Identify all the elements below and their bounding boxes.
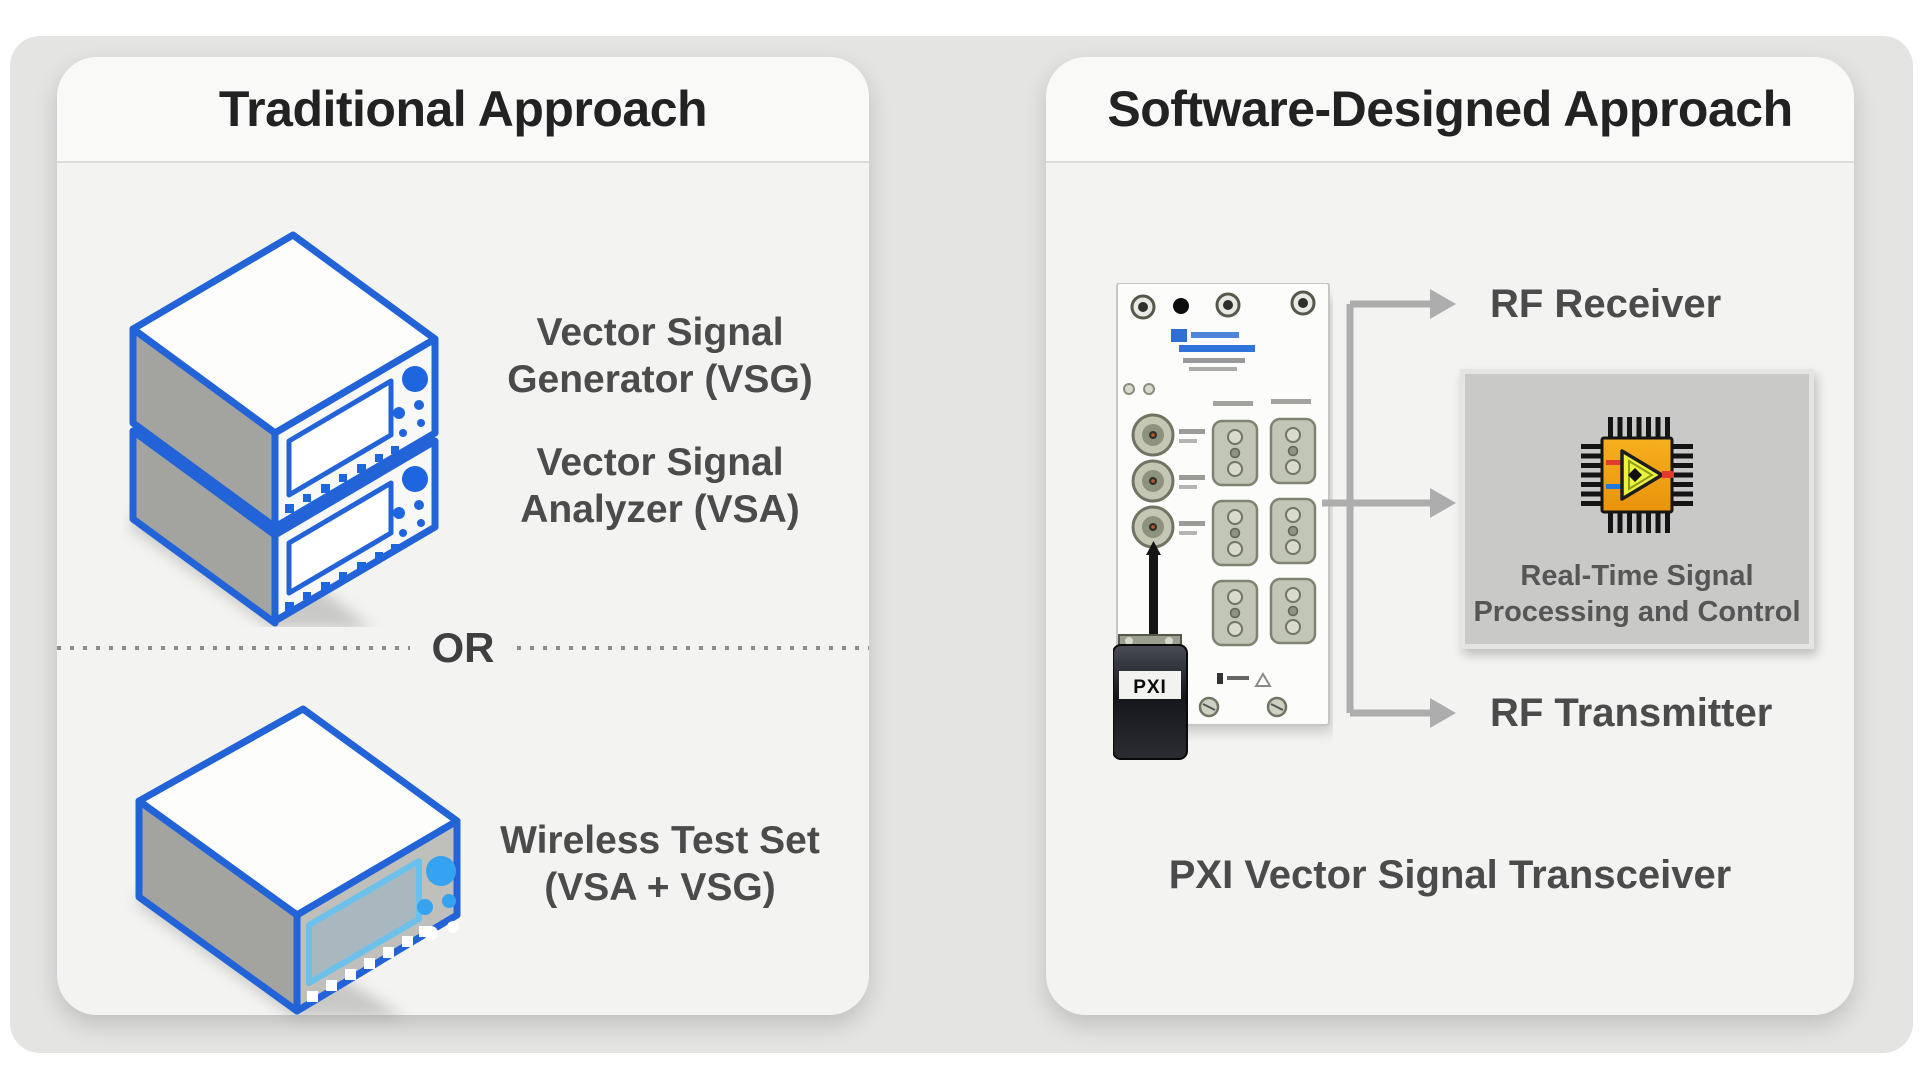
pxi-badge — [1119, 671, 1181, 699]
processing-box-line1: Real-Time Signal — [1520, 560, 1754, 592]
processing-box: Real-Time Signal Processing and Control — [1460, 369, 1814, 649]
knob-icon — [402, 366, 428, 392]
front-button-dots — [285, 446, 399, 513]
dotted-line-left — [57, 646, 410, 650]
vsa-label-line2: Analyzer (VSA) — [520, 488, 800, 531]
or-divider: OR — [57, 623, 869, 673]
wireless-test-set-illustration — [125, 703, 465, 1033]
page-title-traditional: Traditional Approach — [218, 81, 708, 137]
module-bnc-connectors — [1131, 413, 1205, 549]
knob-icon — [402, 466, 428, 492]
front-button-dots — [285, 544, 399, 611]
software-designed-approach-panel: Software-Designed Approach — [1046, 57, 1854, 1015]
wts-label-line2: (VSA + VSG) — [544, 866, 776, 909]
instrument-label-vsa: Vector Signal Analyzer (VSA) — [442, 439, 878, 533]
rf-receiver-label: RF Receiver — [1490, 282, 1722, 326]
processing-box-label: Real-Time Signal Processing and Control — [1473, 558, 1800, 630]
ni-logo — [1171, 329, 1255, 371]
module-top-connectors — [1130, 290, 1316, 320]
dotted-line-right — [516, 646, 869, 650]
instrument-label-vsg: Vector Signal Generator (VSG) — [442, 309, 878, 403]
page-title-software: Software-Designed Approach — [1107, 81, 1793, 137]
arrow-heads — [1430, 289, 1456, 728]
vsg-label-line2: Generator (VSG) — [507, 358, 813, 401]
pxi-module-photo: PXI — [1113, 283, 1333, 763]
knob-icon — [426, 856, 456, 886]
instrument-label-wts: Wireless Test Set (VSA + VSG) — [442, 817, 878, 911]
module-connector-clusters — [1211, 399, 1317, 647]
software-panel-header: Software-Designed Approach — [1046, 57, 1854, 163]
vsa-label-line1: Vector Signal — [536, 441, 784, 484]
processing-box-line2: Processing and Control — [1473, 596, 1801, 628]
wts-instrument — [135, 705, 461, 1015]
rf-transmitter-label: RF Transmitter — [1490, 691, 1773, 735]
vsg-label-line1: Vector Signal — [536, 311, 784, 354]
traditional-panel-header: Traditional Approach — [57, 57, 869, 163]
vsg-vsa-stack-illustration — [123, 227, 453, 627]
vsg-instrument — [129, 231, 439, 535]
transceiver-caption: PXI Vector Signal Transceiver — [1168, 853, 1732, 897]
fpga-chip-icon — [1562, 400, 1712, 550]
module-bottom-details — [1198, 672, 1288, 718]
chip-pins — [1581, 417, 1693, 533]
vsa-instrument — [129, 427, 439, 627]
traditional-approach-panel: Traditional Approach — [57, 57, 869, 1018]
wts-screen — [306, 858, 422, 986]
wts-label-line1: Wireless Test Set — [500, 819, 820, 862]
pxi-latch: PXI — [1113, 634, 1188, 760]
wts-buttons — [307, 926, 430, 1002]
signal-flow-arrows — [1286, 287, 1861, 732]
arrow-lines — [1322, 300, 1432, 717]
or-divider-label: OR — [431, 624, 495, 671]
pxi-badge-label: PXI — [1133, 677, 1167, 698]
